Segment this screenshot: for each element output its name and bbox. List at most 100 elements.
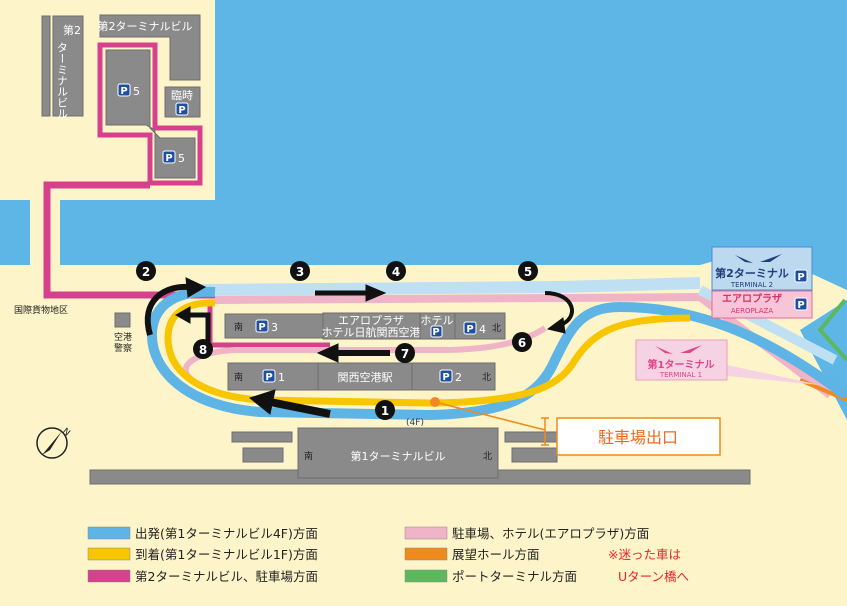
svg-text:5: 5 — [178, 152, 185, 165]
svg-text:駐車場出口: 駐車場出口 — [598, 428, 678, 447]
compass: N — [36, 427, 72, 459]
svg-text:出発(第1ターミナルビル4F)方面: 出発(第1ターミナルビル4F)方面 — [135, 526, 318, 541]
terminal2-parking-loop — [97, 42, 203, 186]
svg-text:1: 1 — [381, 404, 389, 418]
terminal2-access-road — [43, 181, 215, 299]
svg-text:第2ターミナル: 第2ターミナル — [715, 266, 789, 280]
route-arrows — [144, 277, 574, 418]
legend-item-terminal2-parking: 第2ターミナルビル、駐車場方面 — [87, 569, 318, 584]
airplane-icon — [655, 345, 702, 354]
svg-text:1: 1 — [278, 371, 285, 384]
note-line-2: Uターン橋へ — [618, 569, 689, 584]
legend-item-parking-hotel: 駐車場、ホテル(エアロプラザ)方面 — [404, 526, 649, 541]
terminal1-building: 第1ターミナルビル 南 北 — [89, 427, 751, 485]
legend: 出発(第1ターミナルビル4F)方面 到着(第1ターミナルビル1F)方面 第2ター… — [87, 526, 689, 584]
svg-text:ポートターミナル方面: ポートターミナル方面 — [452, 569, 577, 584]
svg-text:第1ターミナルビル: 第1ターミナルビル — [351, 449, 446, 463]
svg-text:3: 3 — [296, 265, 304, 279]
note-line-1: ※迷った車は — [608, 547, 681, 562]
svg-text:P: P — [442, 372, 449, 383]
svg-text:到着(第1ターミナルビル1F)方面: 到着(第1ターミナルビル1F)方面 — [135, 547, 318, 562]
svg-text:P: P — [797, 300, 804, 311]
svg-text:7: 7 — [401, 347, 409, 361]
terminal2-sign: 第2ターミナル TERMINAL 2 P — [711, 246, 813, 291]
svg-text:6: 6 — [518, 336, 526, 350]
svg-text:P: P — [165, 153, 172, 164]
marker-1: 1 — [375, 400, 395, 420]
svg-text:AEROPLAZA: AEROPLAZA — [731, 307, 773, 315]
temporary-parking: 臨時 P — [164, 86, 201, 118]
svg-text:第2: 第2 — [63, 23, 81, 37]
floor-label: (4F) — [406, 418, 424, 428]
svg-text:北: 北 — [492, 323, 501, 334]
observation-point — [430, 397, 440, 407]
svg-text:南: 南 — [234, 321, 243, 333]
svg-text:TERMINAL 1: TERMINAL 1 — [659, 371, 702, 379]
legend-item-observation: 展望ホール方面 — [404, 547, 540, 562]
police-label-1: 空港 — [114, 331, 132, 343]
svg-text:第1ターミナル: 第1ターミナル — [648, 358, 715, 371]
svg-text:P: P — [432, 327, 439, 338]
svg-text:関西空港駅: 関西空港駅 — [338, 370, 393, 384]
aeroplaza-hotel-building: エアロプラザ ホテル日航関西空港 — [322, 312, 421, 340]
terminal2-building-vertical: 第2 ターミナルビル — [41, 15, 84, 119]
svg-text:南: 南 — [234, 371, 243, 383]
port-terminal-road — [817, 298, 847, 362]
p5-parking — [105, 49, 196, 179]
p3-parking: P 3 南 — [224, 313, 324, 339]
svg-text:N: N — [60, 427, 72, 439]
svg-text:第2ターミナルビル、駐車場方面: 第2ターミナルビル、駐車場方面 — [135, 569, 318, 584]
legend-item-departure: 出発(第1ターミナルビル4F)方面 — [87, 526, 318, 541]
legend-item-arrival: 到着(第1ターミナルビル1F)方面 — [87, 547, 318, 562]
marker-3: 3 — [290, 261, 310, 281]
p2-parking: P 2 北 — [411, 362, 496, 391]
svg-text:TERMINAL 2: TERMINAL 2 — [730, 281, 773, 289]
svg-text:5: 5 — [133, 85, 140, 98]
upper-road — [199, 277, 701, 296]
marker-2: 2 — [136, 261, 156, 281]
svg-text:5: 5 — [524, 265, 532, 279]
svg-text:駐車場、ホテル(エアロプラザ)方面: 駐車場、ホテル(エアロプラザ)方面 — [452, 526, 649, 541]
police-label-2: 警察 — [114, 342, 132, 354]
svg-text:ホテル日航関西空港: ホテル日航関西空港 — [322, 325, 421, 339]
p4-parking: P 4 北 — [454, 312, 506, 340]
kansai-airport-station: 関西空港駅 — [317, 362, 413, 391]
parking-exit-callout: 駐車場出口 — [430, 397, 721, 456]
svg-text:P: P — [120, 86, 127, 97]
svg-text:4: 4 — [392, 265, 400, 279]
svg-text:第2ターミナルビル: 第2ターミナルビル — [98, 19, 193, 33]
svg-text:2: 2 — [142, 265, 150, 279]
svg-text:P: P — [466, 324, 473, 335]
svg-text:P: P — [258, 322, 265, 333]
svg-text:ターミナルビル: ターミナルビル — [56, 42, 69, 119]
svg-text:P: P — [265, 372, 272, 383]
airplane-icon — [735, 254, 782, 263]
svg-text:北: 北 — [482, 372, 491, 383]
svg-text:8: 8 — [199, 343, 207, 357]
police-building — [114, 312, 131, 328]
svg-text:ホテル: ホテル — [421, 314, 454, 327]
p1-parking: P 1 南 — [227, 362, 319, 391]
svg-text:P: P — [178, 105, 185, 116]
hotel-parking: ホテル P — [419, 312, 456, 340]
cargo-area-label: 国際貨物地区 — [14, 304, 68, 316]
svg-text:2: 2 — [455, 371, 462, 384]
marker-8: 8 — [193, 339, 213, 359]
aeroplaza-sign: エアロプラザ AEROPLAZA P — [711, 290, 813, 319]
p5-label-upper: P 5 — [117, 83, 140, 98]
svg-text:南: 南 — [304, 450, 313, 462]
legend-item-port-terminal: ポートターミナル方面 — [404, 569, 577, 584]
svg-text:3: 3 — [271, 321, 278, 334]
p5-label-lower: P 5 — [162, 150, 185, 165]
svg-text:P: P — [797, 272, 804, 283]
marker-6: 6 — [512, 332, 532, 352]
svg-text:臨時: 臨時 — [171, 89, 193, 102]
marker-4: 4 — [386, 261, 406, 281]
marker-5: 5 — [518, 261, 538, 281]
terminal1-sign: 第1ターミナル TERMINAL 1 — [635, 339, 820, 385]
svg-text:北: 北 — [483, 451, 492, 462]
svg-text:エアロプラザ: エアロプラザ — [338, 314, 404, 327]
svg-text:展望ホール方面: 展望ホール方面 — [452, 547, 540, 562]
marker-7: 7 — [395, 343, 415, 363]
